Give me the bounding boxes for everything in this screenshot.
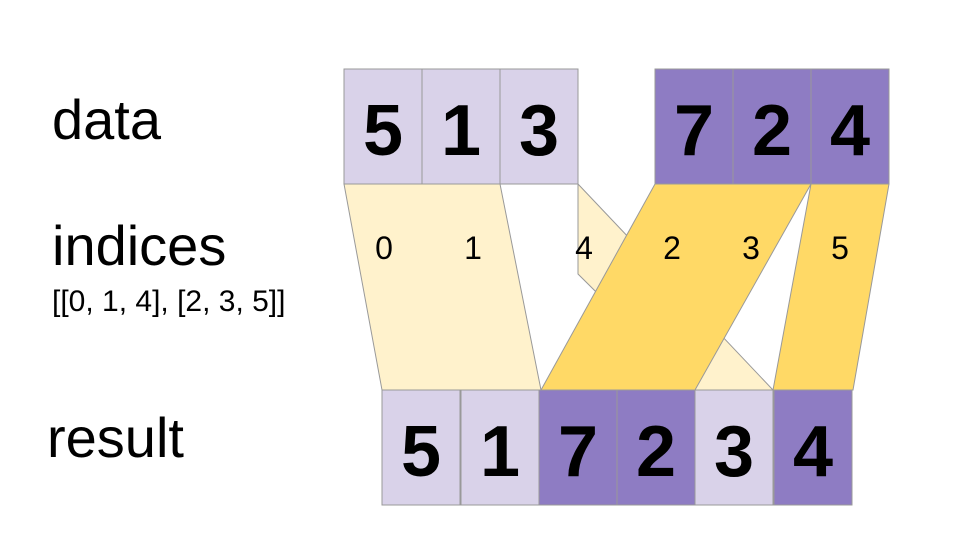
index-value: 5 — [831, 230, 849, 266]
data-cell-value: 1 — [441, 91, 481, 171]
result-cell — [694, 389, 774, 506]
result-cell-value: 4 — [793, 412, 833, 492]
result-cell-value: 3 — [714, 412, 754, 492]
result-cell-value: 2 — [636, 412, 676, 492]
index-value: 2 — [663, 230, 681, 266]
result-cell-value: 5 — [401, 412, 441, 492]
result-cell-value: 1 — [480, 412, 520, 492]
index-value: 4 — [575, 230, 593, 266]
indices-literal-text: [[0, 1, 4], [2, 3, 5]] — [52, 285, 286, 318]
index-band-0-0 — [343, 183, 542, 391]
result-cell — [381, 389, 461, 506]
result-cell — [538, 389, 618, 506]
data-cell — [343, 68, 423, 185]
result-cell — [460, 389, 540, 506]
data-cell-value: 4 — [830, 91, 870, 171]
index-value: 3 — [742, 230, 760, 266]
result-cell — [773, 389, 853, 506]
data-cell — [421, 68, 501, 185]
data-cell-value: 5 — [363, 91, 403, 171]
data-cell — [499, 68, 579, 185]
data-cell-value: 7 — [674, 91, 714, 171]
index-value: 0 — [375, 230, 393, 266]
indices-row: 0 1 4 2 3 5 — [375, 230, 849, 266]
result-cell-value: 7 — [558, 412, 598, 492]
index-value: 1 — [464, 230, 482, 266]
data-cell — [810, 68, 890, 185]
data-row-label: data — [52, 88, 161, 151]
data-cell — [654, 68, 734, 185]
result-cell — [616, 389, 696, 506]
data-cell-value: 3 — [519, 91, 559, 171]
index-bands — [343, 182, 890, 391]
result-row-label: result — [47, 406, 184, 469]
indices-row-label: indices — [52, 214, 227, 277]
data-cell-value: 2 — [752, 91, 792, 171]
data-cell — [732, 68, 812, 185]
